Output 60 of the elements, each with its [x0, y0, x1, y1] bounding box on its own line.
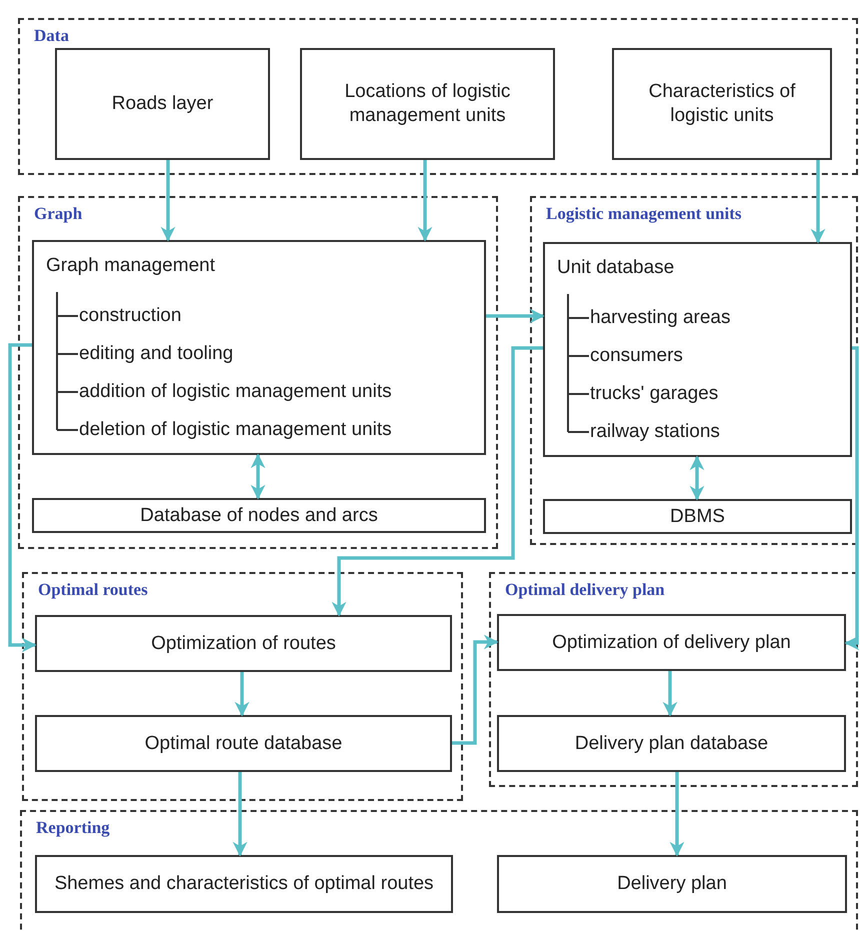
arrow	[234, 672, 250, 716]
arrow	[486, 308, 544, 324]
arrow	[810, 160, 826, 244]
box-label: DBMS	[670, 504, 725, 528]
box-label: Delivery plan	[617, 872, 727, 896]
group-frame	[489, 572, 858, 787]
box-label: Optimization of delivery plan	[552, 630, 791, 654]
arrow	[690, 456, 704, 500]
group-heading: Graph	[34, 204, 82, 224]
process-box	[32, 498, 486, 533]
list-item: trucks' garages	[590, 382, 718, 406]
box-label: Roads layer	[112, 92, 214, 116]
group-heading: Optimal routes	[38, 580, 148, 600]
group-heading: Data	[34, 26, 69, 46]
box-heading: Unit database	[557, 256, 674, 280]
process-box	[300, 48, 555, 160]
process-box	[543, 242, 852, 457]
list-item: addition of logistic management units	[79, 380, 392, 404]
process-box	[35, 855, 453, 913]
group-frame	[530, 196, 858, 545]
box-label: Locations of logistic management units	[344, 80, 512, 128]
arrow	[844, 346, 860, 650]
list-item: deletion of logistic management units	[79, 418, 392, 442]
arrow	[232, 772, 248, 856]
arrow	[8, 343, 36, 652]
box-heading: Graph management	[46, 254, 215, 278]
list-item: railway stations	[590, 420, 720, 444]
process-box	[497, 614, 846, 671]
arrow	[250, 454, 266, 500]
box-label: Characteristics of logistic units	[648, 80, 796, 128]
group-frame	[20, 810, 858, 931]
box-label: Database of nodes and arcs	[140, 504, 378, 528]
arrow	[418, 160, 432, 242]
process-box	[543, 499, 852, 534]
box-label: Optimal route database	[144, 732, 342, 756]
arrow	[452, 634, 498, 745]
process-box	[32, 240, 486, 455]
process-box	[55, 48, 270, 160]
box-label: Optimization of routes	[151, 632, 336, 656]
group-heading: Reporting	[36, 818, 110, 838]
box-label: Shemes and characteristics of optimal routes	[54, 872, 434, 896]
process-box	[497, 855, 847, 913]
group-frame	[18, 18, 858, 175]
process-box	[35, 715, 452, 772]
box-label: Delivery plan database	[574, 732, 768, 756]
process-box	[35, 615, 452, 672]
process-box	[497, 715, 846, 772]
group-frame	[22, 572, 463, 801]
group-heading: Logistic management units	[546, 204, 742, 224]
arrow	[670, 772, 684, 856]
group-heading: Optimal delivery plan	[505, 580, 665, 600]
arrow	[332, 346, 543, 616]
list-item: construction	[79, 304, 182, 328]
list-item: consumers	[590, 344, 683, 368]
list-item: harvesting areas	[590, 306, 730, 330]
process-box	[612, 48, 832, 160]
arrow	[160, 160, 176, 242]
list-item: editing and tooling	[79, 342, 234, 366]
group-frame	[18, 196, 498, 549]
arrow	[662, 671, 678, 716]
